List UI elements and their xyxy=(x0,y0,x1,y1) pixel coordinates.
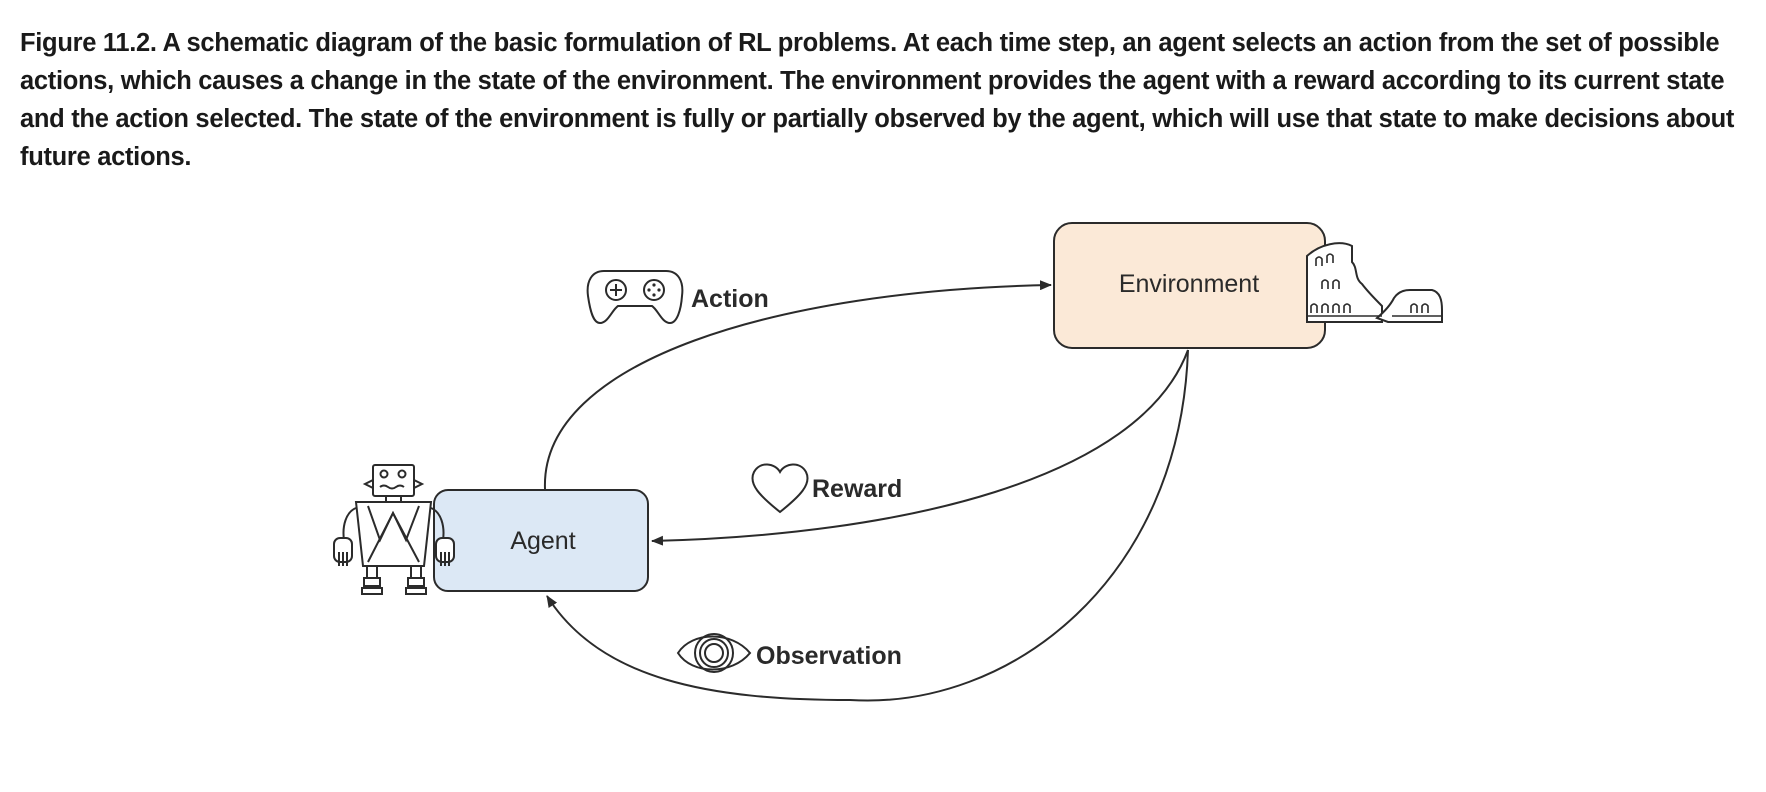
gamepad-icon xyxy=(586,270,684,325)
agent-label: Agent xyxy=(510,527,575,555)
colosseum-icon xyxy=(1306,242,1443,323)
reward-arrow xyxy=(651,349,1189,546)
figure-caption: Figure 11.2. A schematic diagram of the … xyxy=(20,29,1735,171)
heart-icon xyxy=(751,463,809,514)
action-label: Action xyxy=(691,285,769,313)
robot-icon xyxy=(333,464,455,595)
observation-arrow xyxy=(546,349,1189,702)
eye-icon xyxy=(676,633,752,673)
reward-label: Reward xyxy=(812,475,902,503)
environment-label: Environment xyxy=(1119,270,1259,298)
action-arrow xyxy=(543,280,1052,490)
observation-label: Observation xyxy=(756,642,902,670)
agent-node xyxy=(433,489,649,592)
